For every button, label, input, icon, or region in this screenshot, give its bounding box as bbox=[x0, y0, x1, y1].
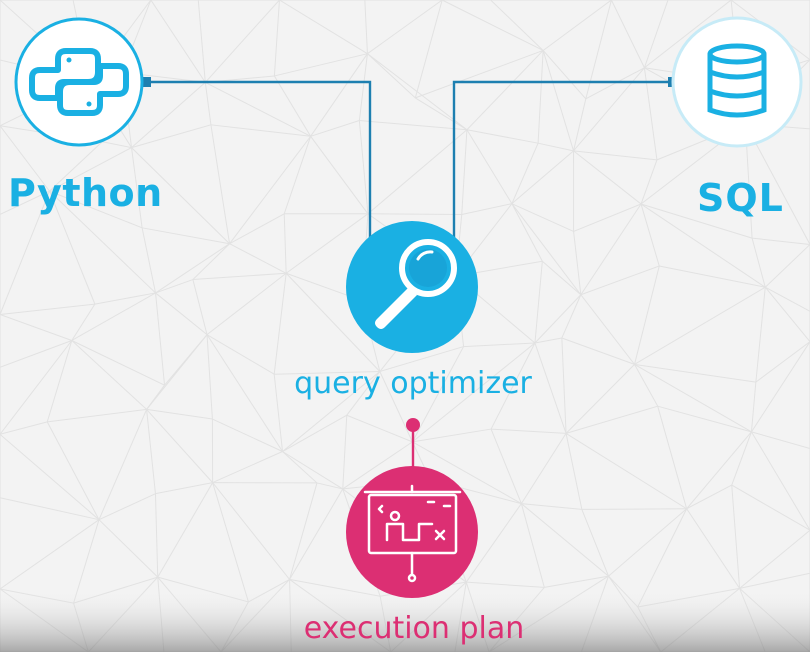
python-logo-icon bbox=[29, 48, 129, 116]
execution-plan-node[interactable] bbox=[346, 466, 478, 598]
magnifying-glass-icon bbox=[375, 239, 457, 329]
sql-node[interactable] bbox=[671, 16, 803, 148]
python-node[interactable] bbox=[14, 17, 144, 147]
query-optimizer-node[interactable] bbox=[346, 221, 478, 353]
database-icon bbox=[707, 43, 767, 118]
connector-endpoint-python bbox=[141, 77, 151, 87]
execution-plan-label: execution plan bbox=[303, 611, 525, 646]
connector-python-optimizer bbox=[146, 80, 372, 240]
python-label: Python bbox=[8, 171, 163, 215]
sql-label: SQL bbox=[697, 176, 784, 220]
strategy-board-icon bbox=[363, 484, 462, 583]
connector-endpoint-plan bbox=[406, 418, 420, 432]
query-optimizer-label: query optimizer bbox=[294, 366, 532, 401]
connector-sql-optimizer bbox=[452, 80, 673, 240]
